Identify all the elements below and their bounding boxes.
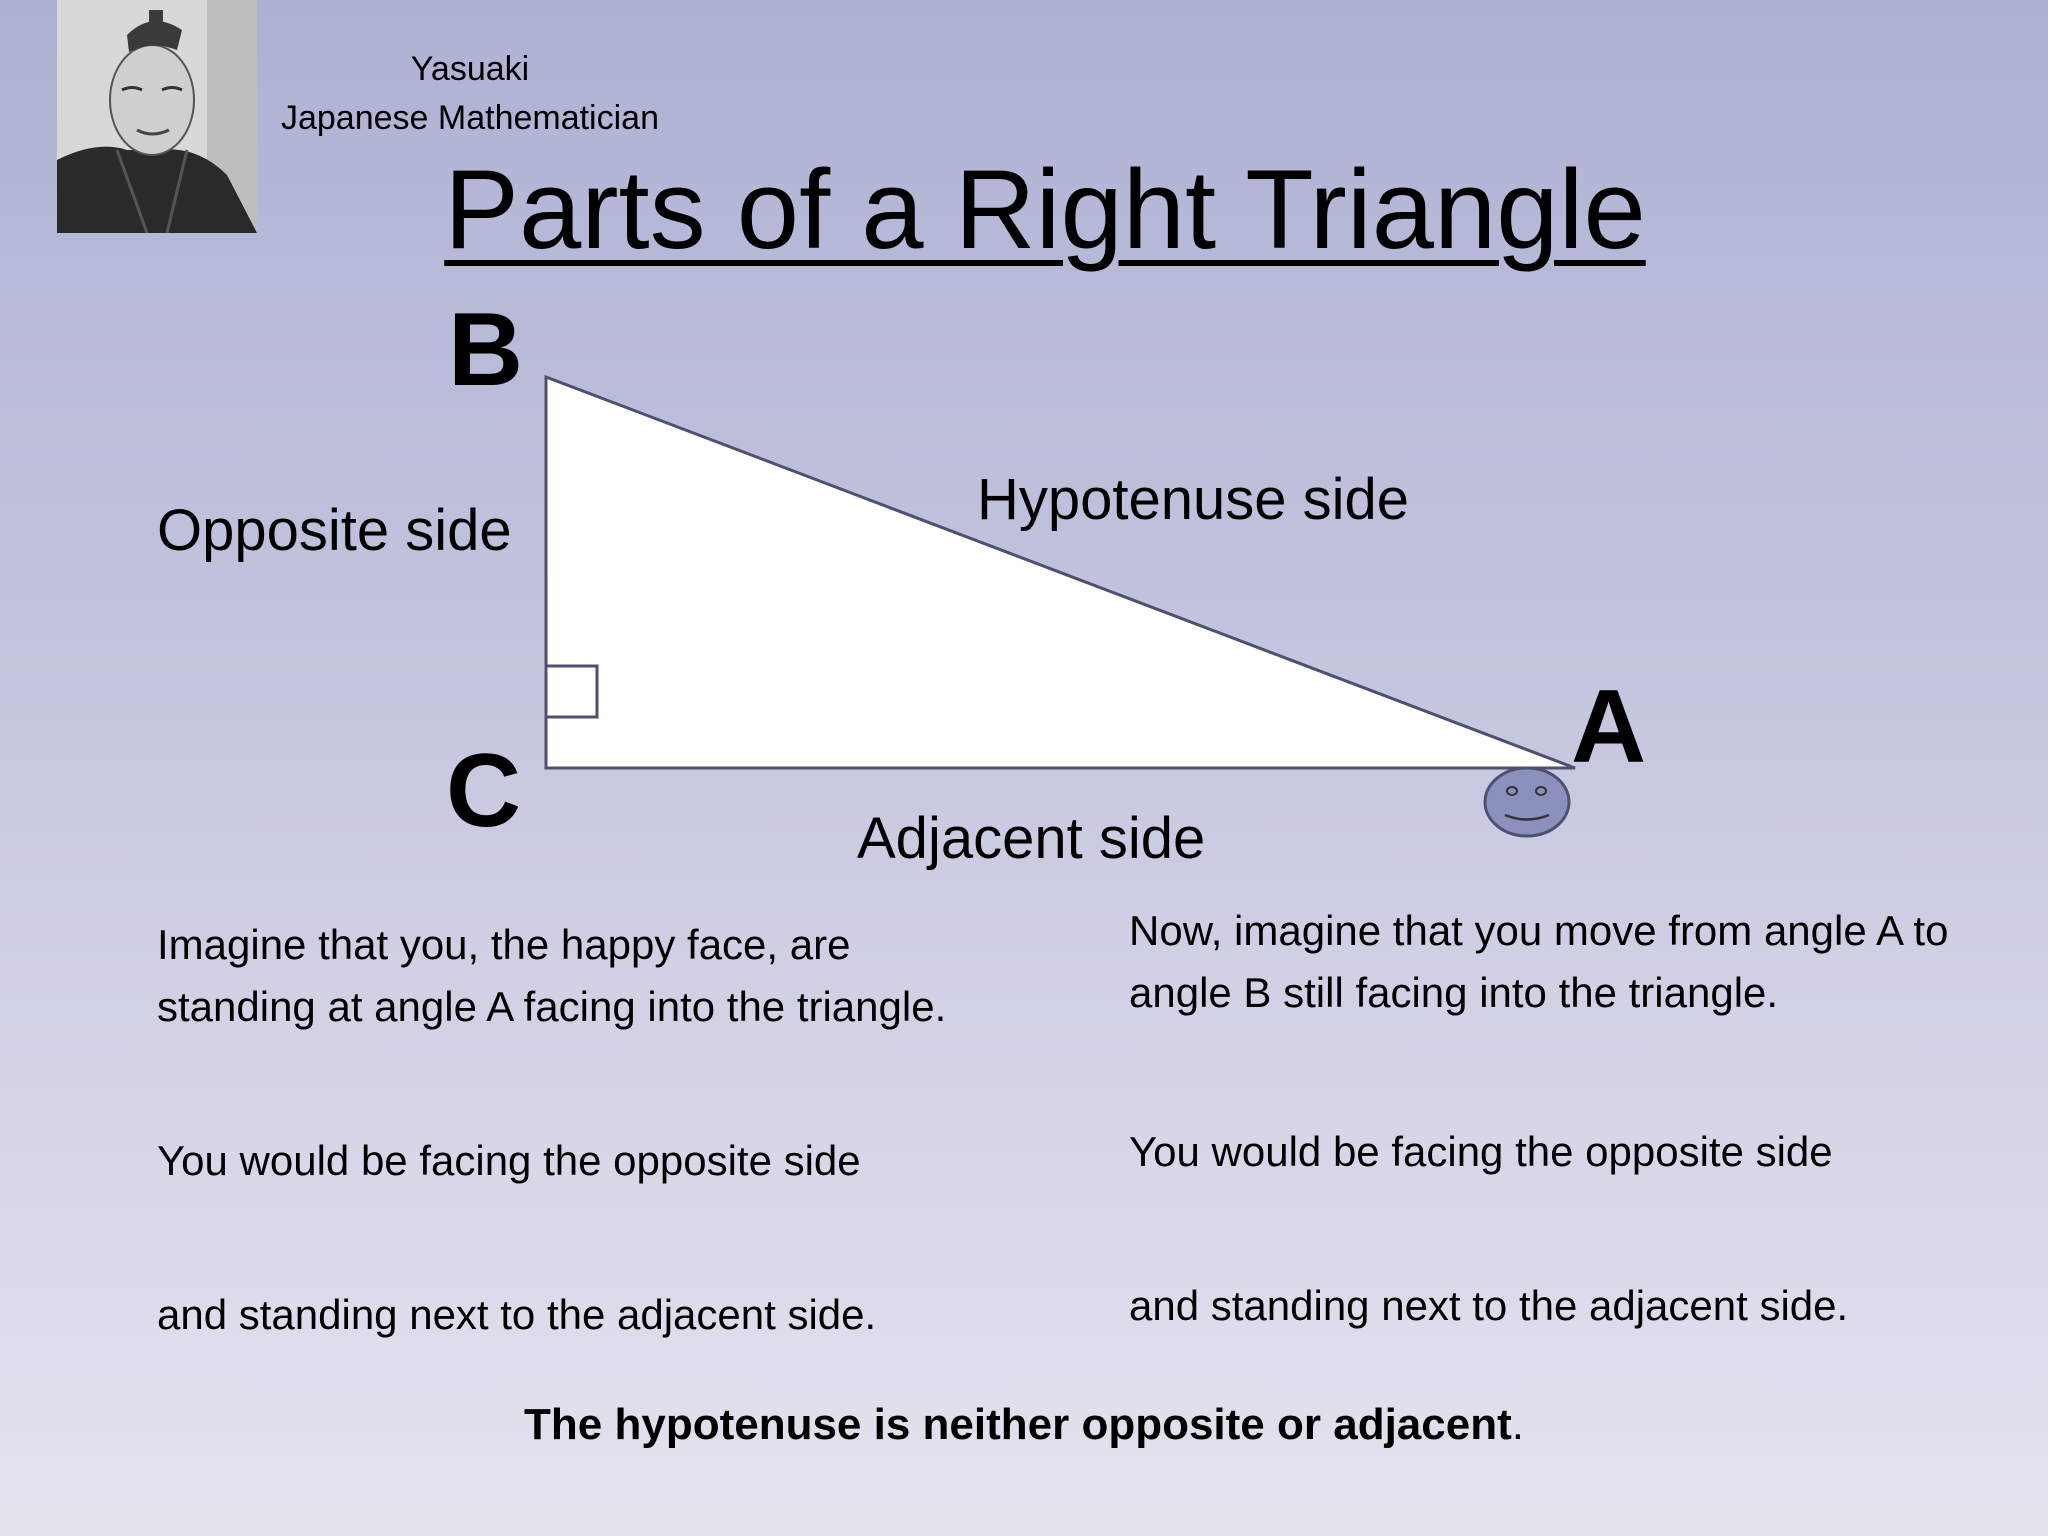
- portrait-caption-name: Yasuaki: [410, 50, 530, 88]
- left-paragraph-3: and standing next to the adjacent side.: [157, 1291, 877, 1338]
- adjacent-side-label: Adjacent side: [857, 806, 1206, 871]
- vertex-c-label: C: [446, 733, 522, 849]
- opposite-side-label: Opposite side: [157, 498, 512, 563]
- vertex-a-label: A: [1571, 669, 1647, 785]
- left-paragraph-2: You would be facing the opposite side: [157, 1137, 861, 1184]
- left-paragraph-1: Imagine that you, the happy face, are st…: [157, 921, 947, 1030]
- right-paragraph-2: You would be facing the opposite side: [1129, 1128, 1833, 1175]
- right-paragraph-1: Now, imagine that you move from angle A …: [1129, 907, 1949, 1016]
- hypotenuse-side-label: Hypotenuse side: [977, 467, 1410, 532]
- triangle-shape: [544, 374, 1576, 770]
- conclusion-period: .: [1511, 1400, 1524, 1449]
- happy-face-icon: [1483, 766, 1571, 838]
- portrait-icon: [57, 0, 257, 233]
- slide-title: Parts of a Right Triangle: [444, 147, 1646, 272]
- right-paragraph-3: and standing next to the adjacent side.: [1129, 1282, 1849, 1329]
- conclusion-line: The hypotenuse is neither opposite or ad…: [200, 1395, 1848, 1455]
- conclusion-bold-text: The hypotenuse is neither opposite or ad…: [524, 1400, 1512, 1449]
- right-angle-marker: [544, 664, 599, 719]
- portrait-caption: Yasuaki Japanese Mathematician: [260, 45, 680, 143]
- portrait-caption-role: Japanese Mathematician: [280, 99, 659, 137]
- portrait-image: [57, 0, 257, 233]
- vertex-b-label: B: [448, 292, 524, 408]
